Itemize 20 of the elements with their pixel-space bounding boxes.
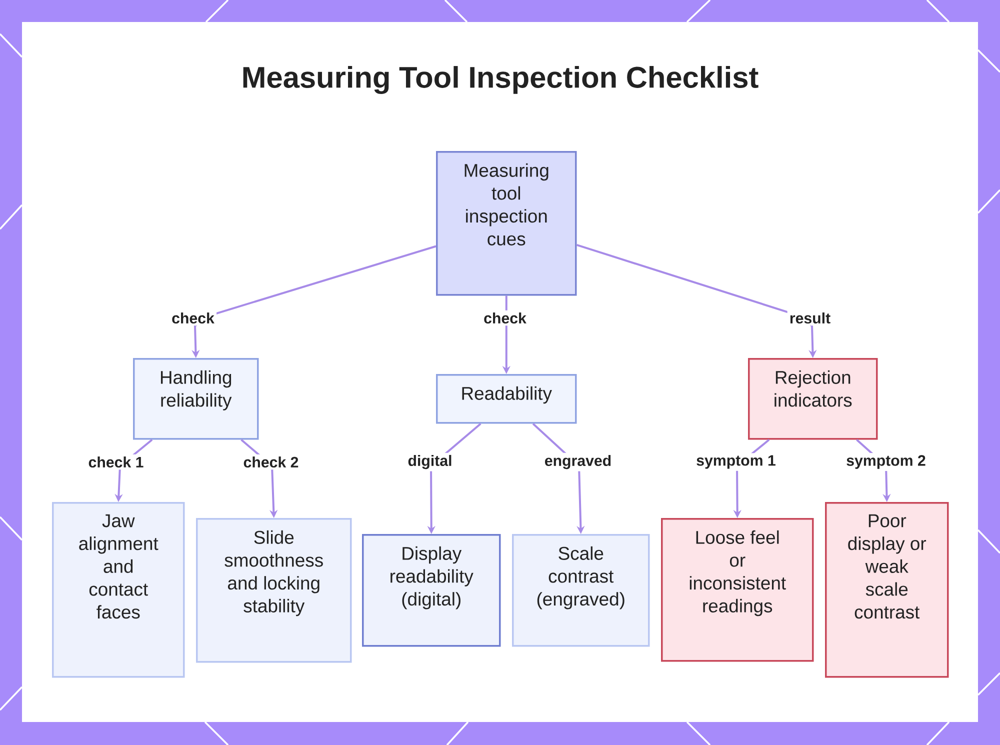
edge-label: check (481, 310, 529, 326)
edge-label: engraved (542, 452, 614, 472)
warning-box: Loose feel or inconsistent readings (661, 518, 814, 662)
edge-label: check 2 (241, 454, 301, 470)
edge-label: check (169, 310, 217, 326)
warning-box: Rejection indicators (748, 358, 878, 440)
leaf-box: Slide smoothness and locking stability (196, 518, 352, 663)
root-box: Measuring tool inspection cues (436, 151, 577, 296)
branch-box: Handling reliability (133, 358, 259, 440)
edge-label: symptom 2 (844, 453, 928, 471)
branch-box: Readability (436, 374, 577, 424)
title: Measuring Tool Inspection Checklist (243, 66, 758, 94)
leaf-box: Display readability (digital) (362, 534, 501, 647)
leaf-box: Scale contrast (engraved) (512, 534, 650, 647)
edge-label: check 1 (86, 454, 146, 470)
edge-label: digital (406, 452, 454, 472)
edge-label: result (787, 310, 833, 326)
warning-box: Poor display or weak scale contrast (825, 502, 949, 678)
edge-label: symptom 1 (694, 453, 778, 471)
leaf-box: Jaw alignment and contact faces (52, 502, 185, 678)
